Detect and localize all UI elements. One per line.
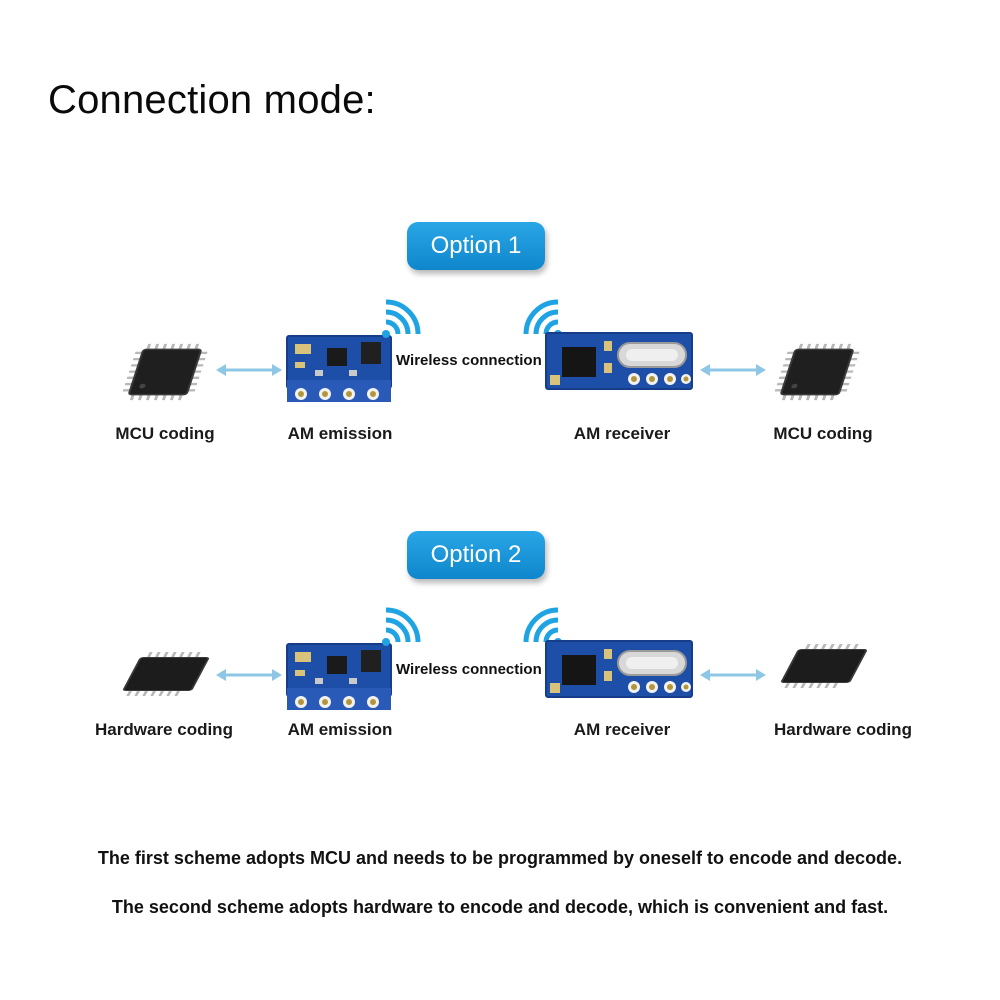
am-emission-module-icon bbox=[286, 643, 392, 710]
option-2-emitter-label: AM emission bbox=[287, 720, 393, 739]
mcu-chip-left-icon bbox=[122, 343, 208, 401]
double-arrow-icon bbox=[700, 669, 766, 681]
option-1-right-chip-label: MCU coding bbox=[773, 424, 873, 443]
double-arrow-icon bbox=[216, 669, 282, 681]
wireless-connection-label: Wireless connection bbox=[396, 661, 542, 678]
am-emission-module-icon bbox=[286, 335, 392, 402]
double-arrow-icon bbox=[700, 364, 766, 376]
option-2-right-chip-label: Hardware coding bbox=[774, 720, 912, 739]
note-option-2: The second scheme adopts hardware to enc… bbox=[111, 897, 889, 917]
wifi-signal-emitter-icon bbox=[382, 299, 421, 338]
hardware-chip-right-icon bbox=[780, 643, 868, 689]
option-2-receiver-label: AM receiver bbox=[573, 720, 671, 739]
wireless-connection-label: Wireless connection bbox=[396, 352, 542, 369]
wifi-signal-emitter-icon bbox=[382, 607, 421, 646]
am-receiver-module-icon bbox=[545, 640, 693, 698]
option-1-left-chip-label: MCU coding bbox=[115, 424, 215, 443]
hardware-chip-left-icon bbox=[122, 651, 210, 697]
note-option-1: The first scheme adopts MCU and needs to… bbox=[97, 848, 903, 868]
mcu-chip-right-icon bbox=[774, 343, 860, 401]
option-2-left-chip-label: Hardware coding bbox=[95, 720, 233, 739]
am-receiver-module-icon bbox=[545, 332, 693, 390]
option-2-badge: Option 2 bbox=[407, 531, 545, 579]
double-arrow-icon bbox=[216, 364, 282, 376]
option-1-receiver-label: AM receiver bbox=[573, 424, 671, 443]
option-1-emitter-label: AM emission bbox=[287, 424, 393, 443]
option-1-badge: Option 1 bbox=[407, 222, 545, 270]
page-title: Connection mode: bbox=[48, 78, 376, 122]
